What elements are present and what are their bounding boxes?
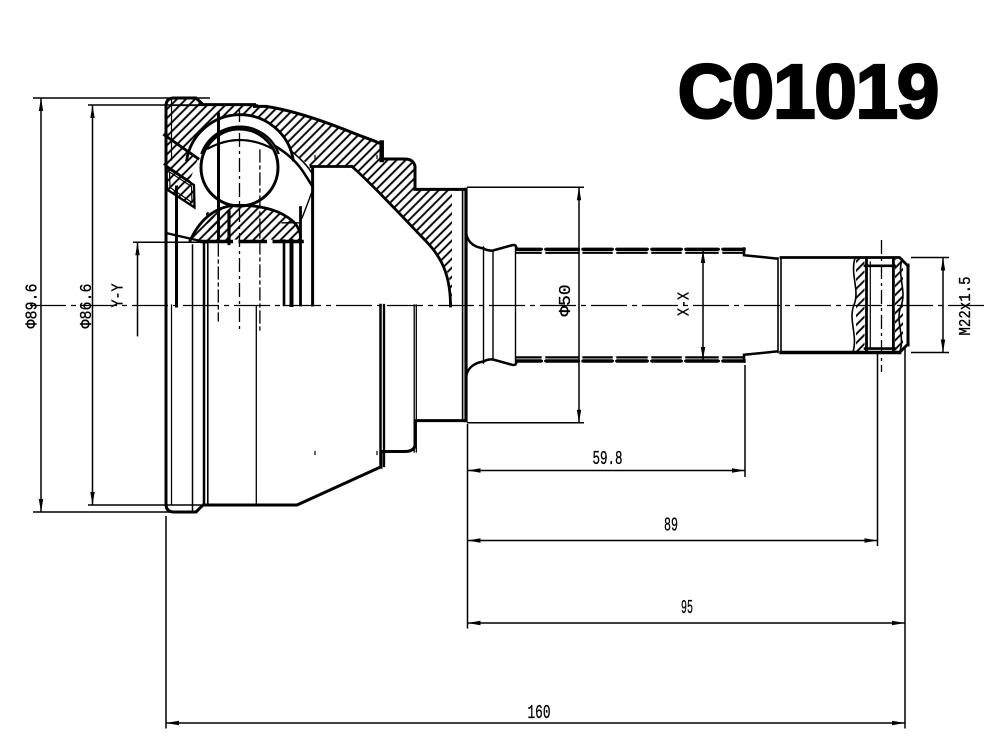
svg-text:X-X: X-X [676, 292, 695, 316]
svg-text:59.8: 59.8 [593, 448, 623, 470]
svg-text:M22x1.5: M22x1.5 [957, 277, 976, 336]
svg-text:C01019: C01019 [678, 49, 940, 135]
svg-text:Φ89.6: Φ89.6 [24, 284, 43, 329]
svg-text:89: 89 [664, 515, 678, 537]
svg-text:Φ50: Φ50 [557, 285, 576, 317]
svg-text:Φ86.6: Φ86.6 [78, 284, 97, 329]
svg-text:Y-Y: Y-Y [110, 284, 129, 308]
svg-text:160: 160 [528, 702, 551, 724]
svg-text:95: 95 [681, 597, 693, 619]
